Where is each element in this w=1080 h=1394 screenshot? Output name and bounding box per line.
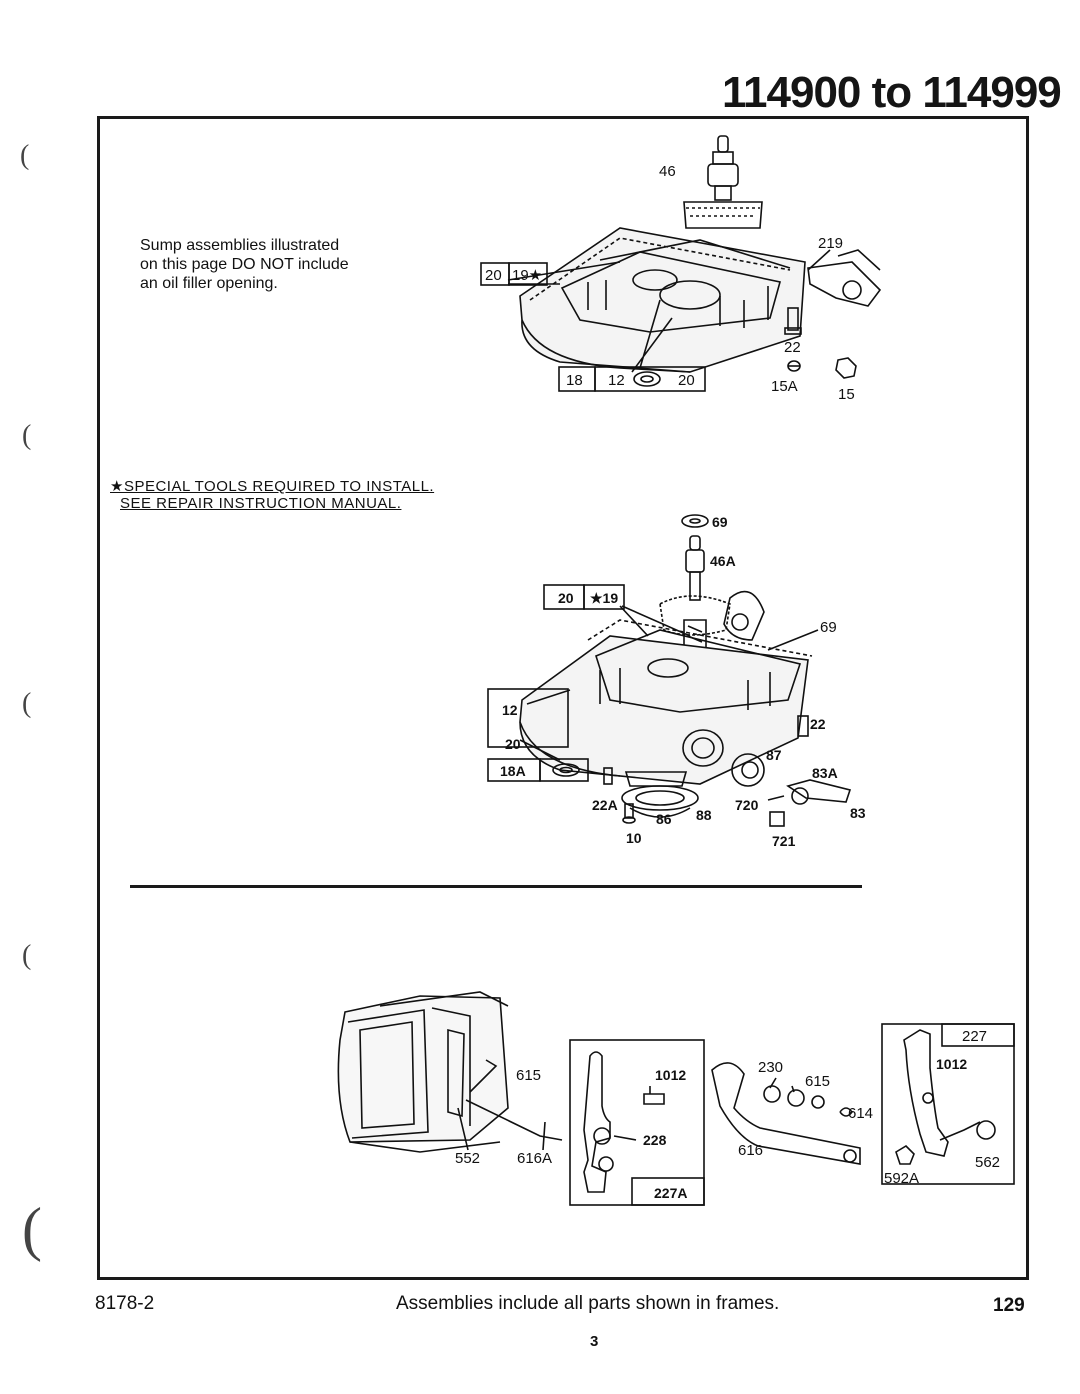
part-label-720: 720 [735, 797, 759, 813]
margin-bracket-mark: ( [22, 688, 32, 719]
margin-bracket-mark: ( [22, 420, 32, 451]
part-label-616A: 616A [517, 1150, 552, 1167]
note-line: on this page DO NOT include [140, 256, 349, 273]
section-divider [130, 885, 862, 888]
margin-bracket-mark: ( [22, 1196, 42, 1262]
part-label-15: 15 [838, 386, 855, 403]
diagram-2-labels: 69 46A 69 12 20 22 87 83A 22A 86 88 720 … [500, 514, 866, 849]
special-line-1: ★SPECIAL TOOLS REQUIRED TO INSTALL. [110, 478, 435, 495]
diagram-3-labels: 615 552 616A 1012 228 227A 230 615 614 6… [455, 1028, 1000, 1201]
diagram-frame [97, 116, 1029, 1280]
part-label-615b: 615 [805, 1073, 830, 1090]
box-label-19-star: ★19 [590, 590, 618, 606]
part-label-592A: 592A [884, 1170, 919, 1187]
part-label-562: 562 [975, 1154, 1000, 1171]
margin-bracket-mark: ( [20, 140, 30, 171]
part-label-230: 230 [758, 1059, 783, 1076]
part-label-69: 69 [820, 619, 837, 636]
special-tools-note: ★SPECIAL TOOLS REQUIRED TO INSTALL. SEE … [110, 478, 434, 512]
footer-caption: Assemblies include all parts shown in fr… [396, 1293, 780, 1314]
part-label-88: 88 [696, 807, 712, 823]
note-line: an oil filler opening. [140, 275, 278, 292]
part-label-614: 614 [848, 1105, 873, 1122]
part-label-615: 615 [516, 1067, 541, 1084]
box-label-20: 20 [485, 267, 502, 284]
sump-assembly-1-drawing [480, 135, 882, 392]
box-label-20b: 20 [678, 372, 695, 389]
part-label-46A: 46A [710, 553, 736, 569]
part-label-20: 20 [505, 736, 521, 752]
sump-note: Sump assemblies illustrated on this page… [140, 236, 349, 293]
part-label-83A: 83A [812, 765, 838, 781]
box-label-227: 227 [962, 1028, 987, 1045]
part-label-22: 22 [784, 339, 801, 356]
part-label-69-top: 69 [712, 514, 728, 530]
document-code: 8178-2 [95, 1293, 155, 1314]
part-label-22A: 22A [592, 797, 618, 813]
part-label-219: 219 [818, 235, 843, 252]
part-label-22: 22 [810, 716, 826, 732]
note-line: Sump assemblies illustrated [140, 237, 340, 254]
diagram-1-labels: 46 219 22 15A 15 20 19★ 18 12 20 [485, 163, 855, 403]
part-label-1012b: 1012 [936, 1056, 967, 1072]
part-label-46: 46 [659, 163, 676, 180]
part-label-1012: 1012 [655, 1067, 686, 1083]
sump-assembly-2-drawing [487, 514, 852, 827]
page-title: 114900 to 114999 [722, 68, 1062, 117]
part-label-616: 616 [738, 1142, 763, 1159]
part-label-87: 87 [766, 747, 782, 763]
part-label-83: 83 [850, 805, 866, 821]
box-label-18A: 18A [500, 763, 526, 779]
margin-bracket-mark: ( [22, 940, 32, 971]
box-label-18: 18 [566, 372, 583, 389]
part-label-15A: 15A [771, 378, 798, 395]
part-label-12: 12 [502, 702, 518, 718]
part-label-721: 721 [772, 833, 796, 849]
control-parts-drawing [337, 991, 1015, 1206]
sheet-number: 3 [590, 1333, 599, 1350]
box-label-20: 20 [558, 590, 574, 606]
box-label-227A: 227A [654, 1185, 687, 1201]
box-label-19-star: 19★ [512, 267, 542, 284]
part-label-228: 228 [643, 1132, 667, 1148]
part-label-86: 86 [656, 811, 672, 827]
special-line-2: SEE REPAIR INSTRUCTION MANUAL. [120, 495, 402, 512]
part-label-552: 552 [455, 1150, 480, 1167]
part-label-10: 10 [626, 830, 642, 846]
box-label-12: 12 [608, 372, 625, 389]
page-number: 129 [993, 1295, 1025, 1316]
